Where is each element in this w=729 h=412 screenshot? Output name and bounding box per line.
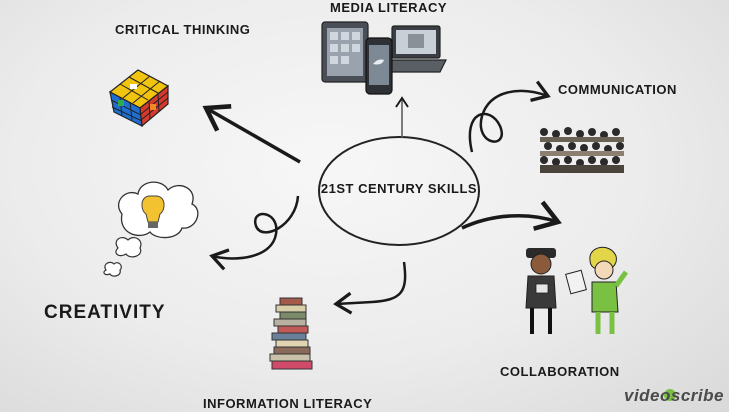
center-topic: 21ST CENTURY SKILLS — [320, 181, 478, 196]
label-creativity: CREATIVITY — [44, 302, 166, 323]
two-people-icon — [525, 246, 629, 334]
arrow-to-collaboration — [461, 200, 562, 231]
videoscribe-logo: videoscribe — [624, 386, 724, 405]
label-communication: COMMUNICATION — [558, 82, 677, 97]
label-information-literacy: INFORMATION LITERACY — [203, 396, 373, 411]
tablet-phone-laptop-icon — [321, 21, 447, 95]
crowd-icon — [540, 127, 624, 173]
logo-mark-icon — [664, 389, 676, 401]
center-ellipse — [318, 136, 480, 246]
arrow-to-communication — [468, 80, 551, 153]
book-stack-icon — [269, 297, 313, 370]
arrow-to-critical-thinking — [202, 104, 301, 164]
label-critical-thinking: CRITICAL THINKING — [115, 22, 251, 37]
label-collaboration: COLLABORATION — [500, 364, 620, 379]
label-media-literacy: MEDIA LITERACY — [330, 0, 448, 15]
lightbulb-cloud-icon — [103, 181, 199, 277]
arrow-to-creativity — [209, 195, 300, 271]
rubiks-cube-icon — [108, 69, 170, 128]
arrow-to-information-literacy — [333, 261, 407, 315]
